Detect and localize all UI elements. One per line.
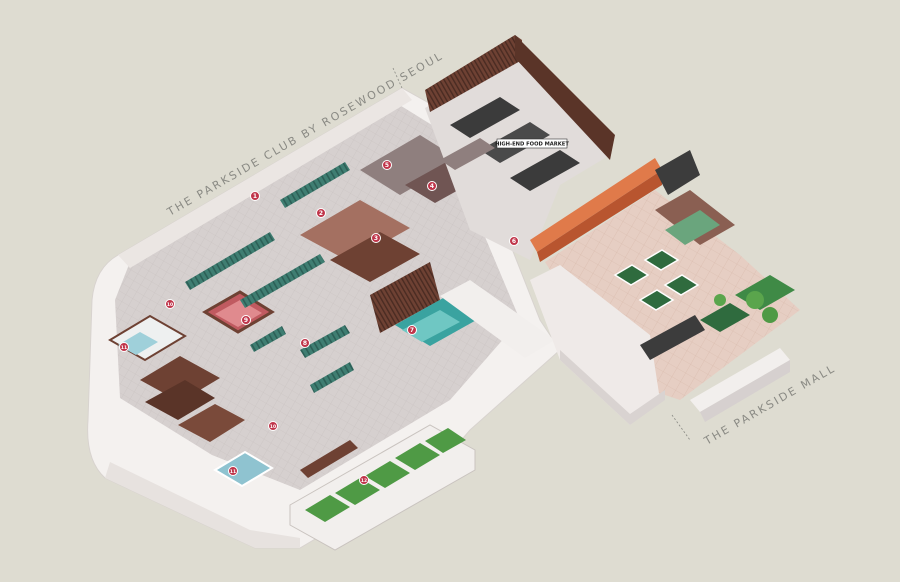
teal-partitions [185, 162, 354, 393]
marker-9[interactable]: 9 [241, 315, 251, 325]
marker-1[interactable]: 1 [250, 191, 260, 201]
location-markers: 1 2 3 4 5 6 7 8 [119, 160, 519, 485]
marker-6-label: 6 [512, 238, 516, 245]
marker-10b-label: 10 [270, 424, 276, 430]
marker-11b[interactable]: 11 [228, 466, 238, 476]
marker-12[interactable]: 12 [359, 475, 369, 485]
marker-2[interactable]: 2 [316, 208, 326, 218]
treatment-room-floor [215, 300, 262, 327]
marker-7[interactable]: 7 [407, 325, 417, 335]
mall-plaza [530, 150, 800, 425]
marker-2-label: 2 [319, 210, 323, 217]
spa-bath [213, 450, 274, 488]
marker-10b[interactable]: 10 [268, 421, 278, 431]
food-market [425, 35, 615, 260]
marker-3-label: 3 [374, 235, 378, 242]
marker-10a-label: 10 [167, 302, 173, 308]
marker-1-label: 1 [253, 193, 257, 200]
club-south-ledge [105, 462, 300, 548]
food-market-label: HIGH-END FOOD MARKET [495, 142, 569, 148]
marker-8-label: 8 [303, 340, 307, 347]
spa-room-c [145, 380, 215, 420]
golf-bays [289, 424, 476, 551]
club-floor [115, 104, 520, 490]
spa-room-d [178, 404, 245, 442]
marker-11a-label: 11 [121, 345, 127, 351]
marker-7-label: 7 [410, 327, 414, 334]
mall-atrium-wall [530, 265, 660, 425]
region-guides [392, 67, 691, 441]
marker-6[interactable]: 6 [509, 236, 519, 246]
marker-8[interactable]: 8 [300, 338, 310, 348]
food-market-tag[interactable]: HIGH-END FOOD MARKET [495, 138, 569, 149]
marker-12-label: 12 [361, 478, 367, 484]
orange-walkway [530, 158, 662, 262]
market-back-wall [425, 35, 522, 112]
marker-11b-label: 11 [230, 469, 236, 475]
marker-3[interactable]: 3 [371, 233, 381, 243]
club-north-wall [118, 88, 412, 268]
lounge-area [300, 135, 480, 333]
courtyard [395, 280, 555, 358]
marker-5-label: 5 [385, 162, 389, 169]
planters [613, 249, 795, 332]
marker-11a[interactable]: 11 [119, 342, 129, 352]
marker-4[interactable]: 4 [427, 181, 437, 191]
escalator-lower [640, 315, 705, 360]
market-side-wall [515, 35, 615, 160]
escalator [655, 150, 700, 195]
marker-4-label: 4 [430, 183, 434, 190]
marker-5[interactable]: 5 [382, 160, 392, 170]
spa-room-b [140, 356, 220, 402]
marker-9-label: 9 [244, 317, 248, 324]
marker-10a[interactable]: 10 [165, 299, 175, 309]
